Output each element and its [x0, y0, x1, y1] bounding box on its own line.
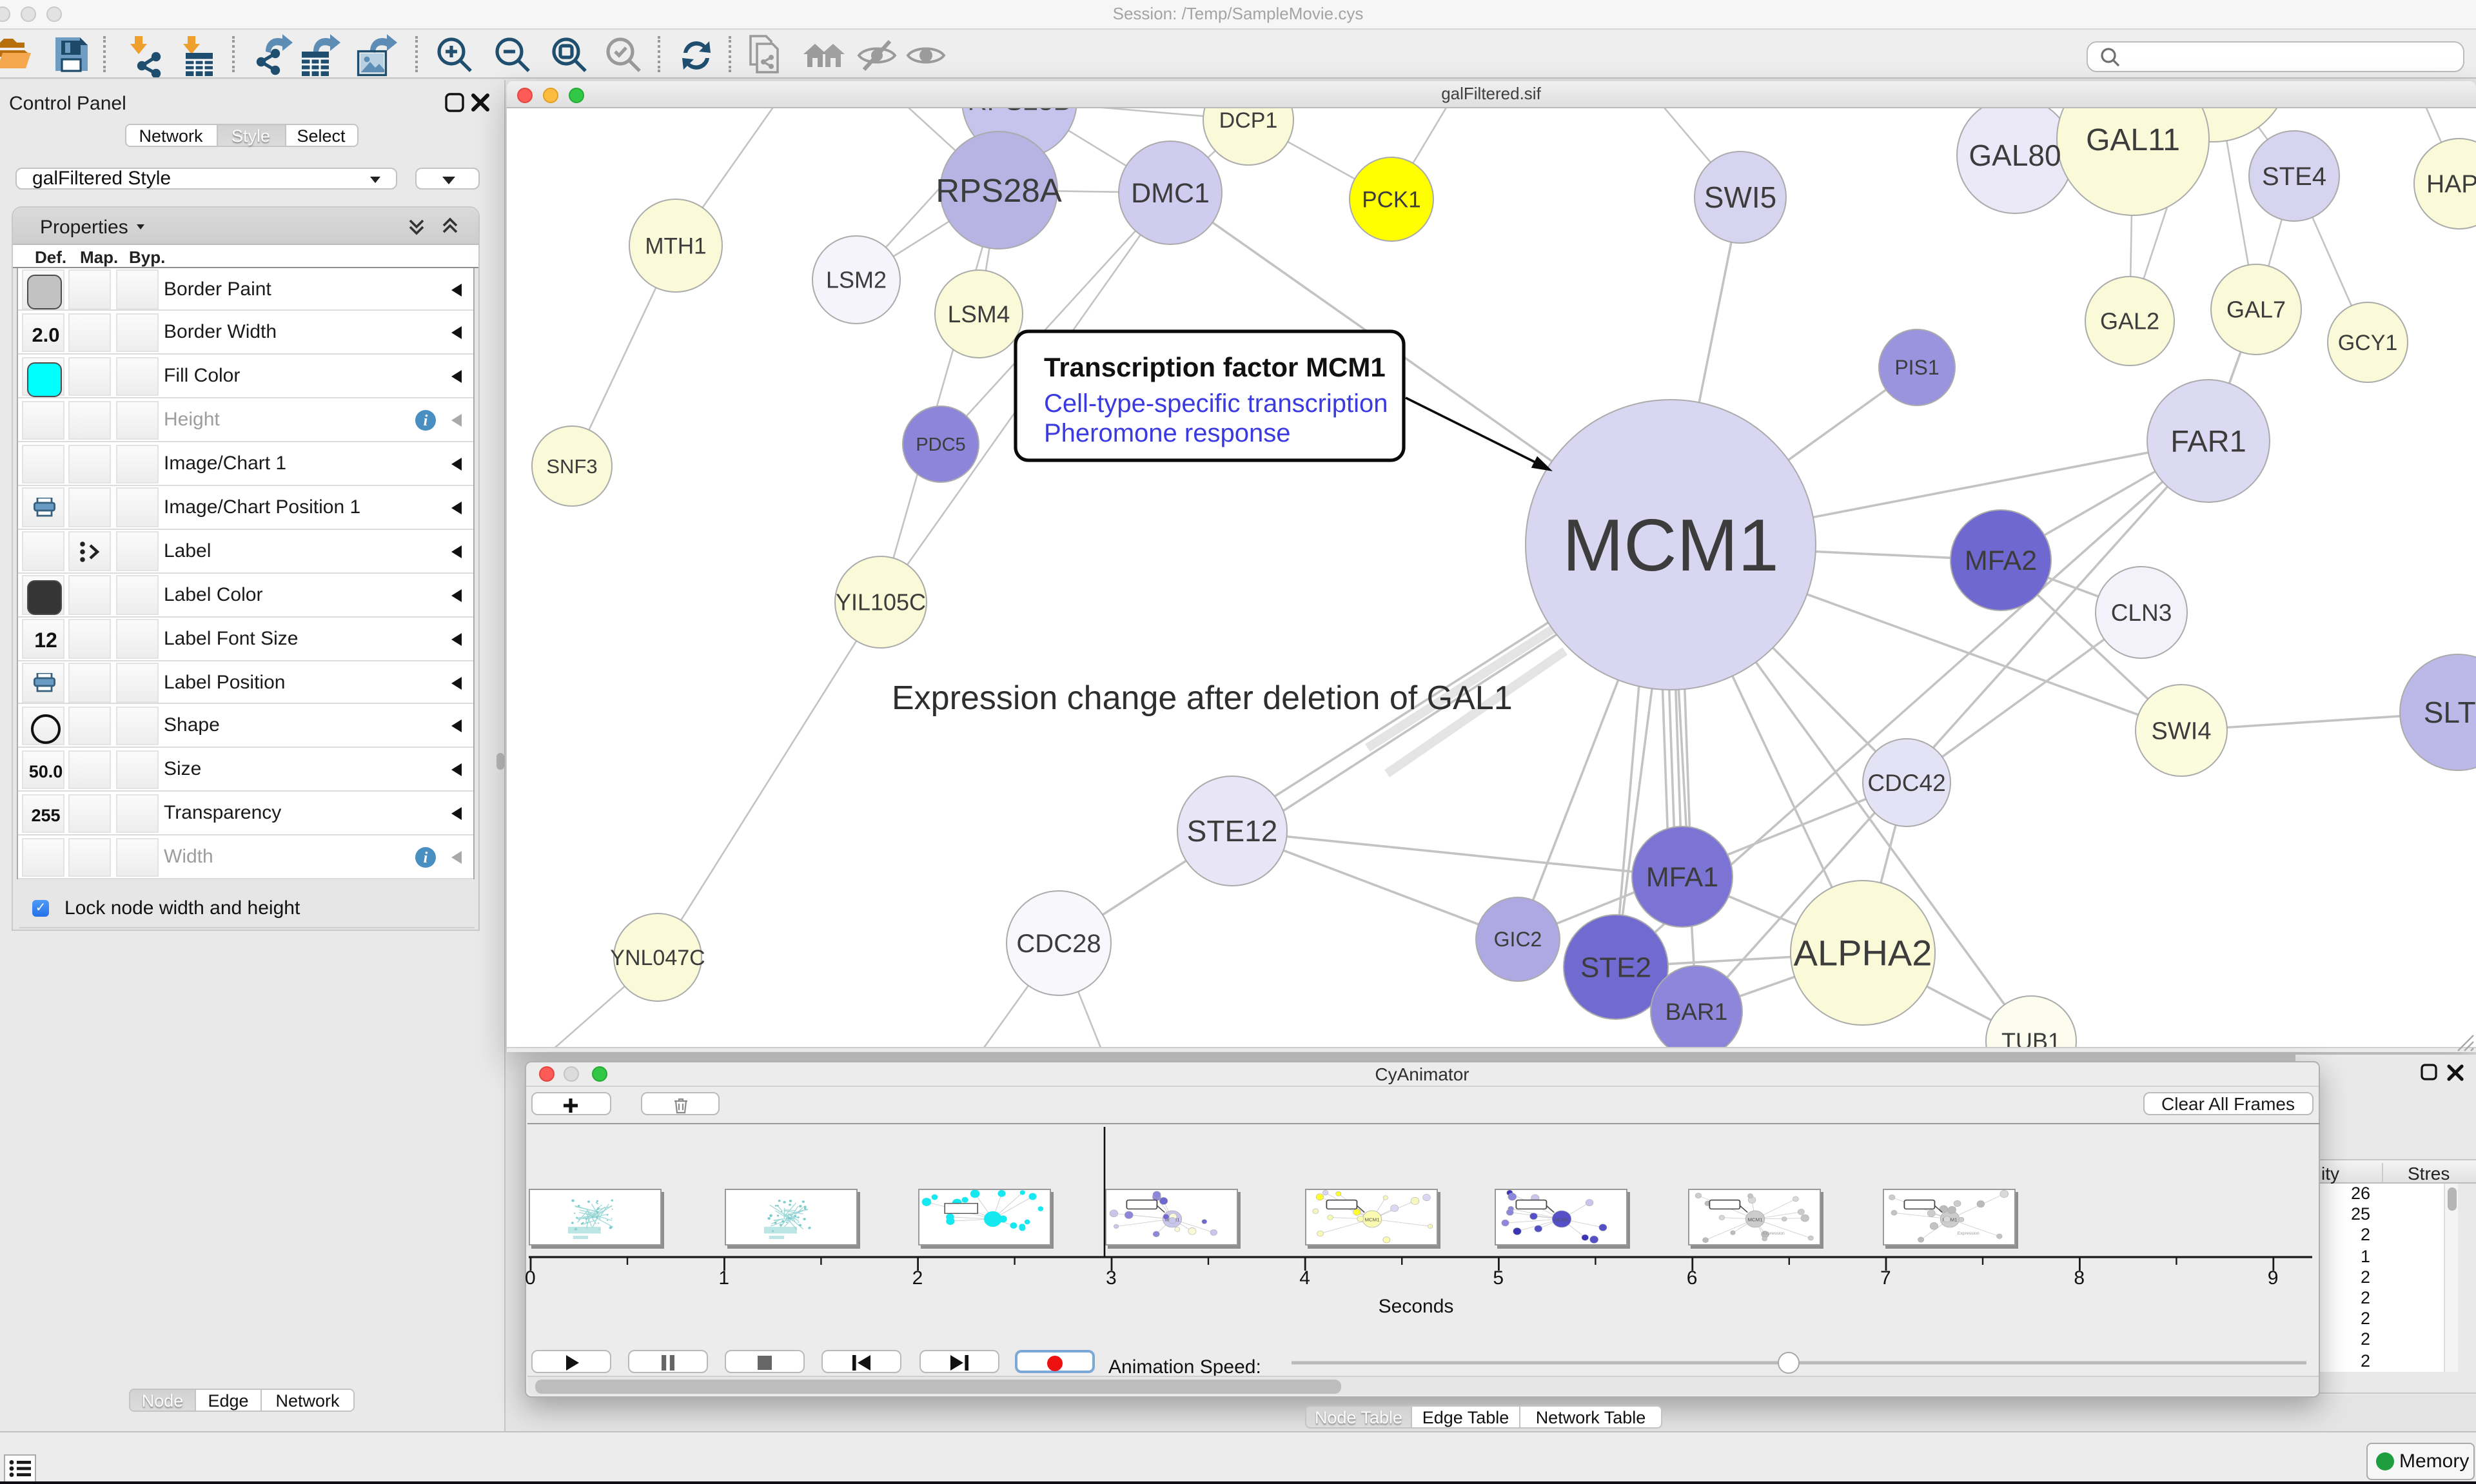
svg-text:GAL80: GAL80 [1968, 139, 2060, 172]
svg-text:STE4: STE4 [2261, 162, 2326, 191]
svg-text:YNL047C: YNL047C [609, 946, 704, 970]
svg-text:BAR1: BAR1 [1665, 999, 1727, 1025]
svg-text:Expression: Expression [1958, 1231, 1980, 1236]
svg-text:PIS1: PIS1 [1894, 356, 1938, 379]
svg-text:ALPHA2: ALPHA2 [1793, 933, 1932, 973]
svg-text:SWI5: SWI5 [1704, 181, 1776, 214]
svg-text:SNF3: SNF3 [545, 455, 596, 478]
svg-text:Transcription factor MCM1: Transcription factor MCM1 [1043, 352, 1385, 382]
svg-text:CLN3: CLN3 [2110, 600, 2172, 626]
svg-text:SWI4: SWI4 [2151, 718, 2211, 745]
svg-text:Expression: Expression [1762, 1231, 1784, 1236]
svg-text:SLT2: SLT2 [2423, 696, 2476, 729]
svg-text:MCM1: MCM1 [1553, 1217, 1568, 1222]
svg-text:GAL11: GAL11 [2085, 123, 2179, 157]
svg-text:PDC5: PDC5 [915, 434, 965, 455]
svg-text:LSM2: LSM2 [825, 267, 886, 293]
svg-text:CDC42: CDC42 [1867, 770, 1945, 796]
svg-text:FAR1: FAR1 [2170, 424, 2246, 458]
svg-text:Cell-type-specific transcripti: Cell-type-specific transcription [1043, 389, 1388, 418]
svg-text:MCM1: MCM1 [1364, 1217, 1379, 1222]
svg-text:GIC2: GIC2 [1493, 928, 1542, 951]
svg-text:GCY1: GCY1 [2337, 331, 2397, 355]
svg-text:HAP2: HAP2 [2426, 171, 2476, 199]
svg-text:MCM1: MCM1 [1562, 505, 1778, 587]
svg-text:DCP1: DCP1 [1219, 108, 1277, 133]
svg-text:MTH1: MTH1 [644, 233, 705, 259]
svg-text:GAL2: GAL2 [2099, 308, 2159, 335]
svg-text:YIL105C: YIL105C [835, 589, 925, 616]
svg-text:PCK1: PCK1 [1361, 187, 1420, 212]
svg-text:STE2: STE2 [1580, 952, 1651, 983]
svg-text:TUB1: TUB1 [2001, 1028, 2060, 1047]
svg-text:Expression change after deleti: Expression change after deletion of GAL1 [891, 679, 1512, 717]
svg-text:STE12: STE12 [1186, 814, 1277, 848]
svg-text:LSM4: LSM4 [947, 301, 1010, 327]
svg-text:Pheromone response: Pheromone response [1043, 419, 1290, 447]
svg-text:MFA1: MFA1 [1646, 862, 1718, 893]
svg-text:RPS28A: RPS28A [935, 172, 1061, 209]
svg-text:CDC28: CDC28 [1016, 930, 1100, 958]
svg-text:GAL7: GAL7 [2226, 297, 2285, 323]
svg-text:MFA2: MFA2 [1964, 545, 2036, 576]
svg-text:RPS28B: RPS28B [967, 108, 1070, 116]
svg-text:MCM1: MCM1 [1747, 1217, 1762, 1222]
svg-text:DMC1: DMC1 [1130, 178, 1209, 209]
